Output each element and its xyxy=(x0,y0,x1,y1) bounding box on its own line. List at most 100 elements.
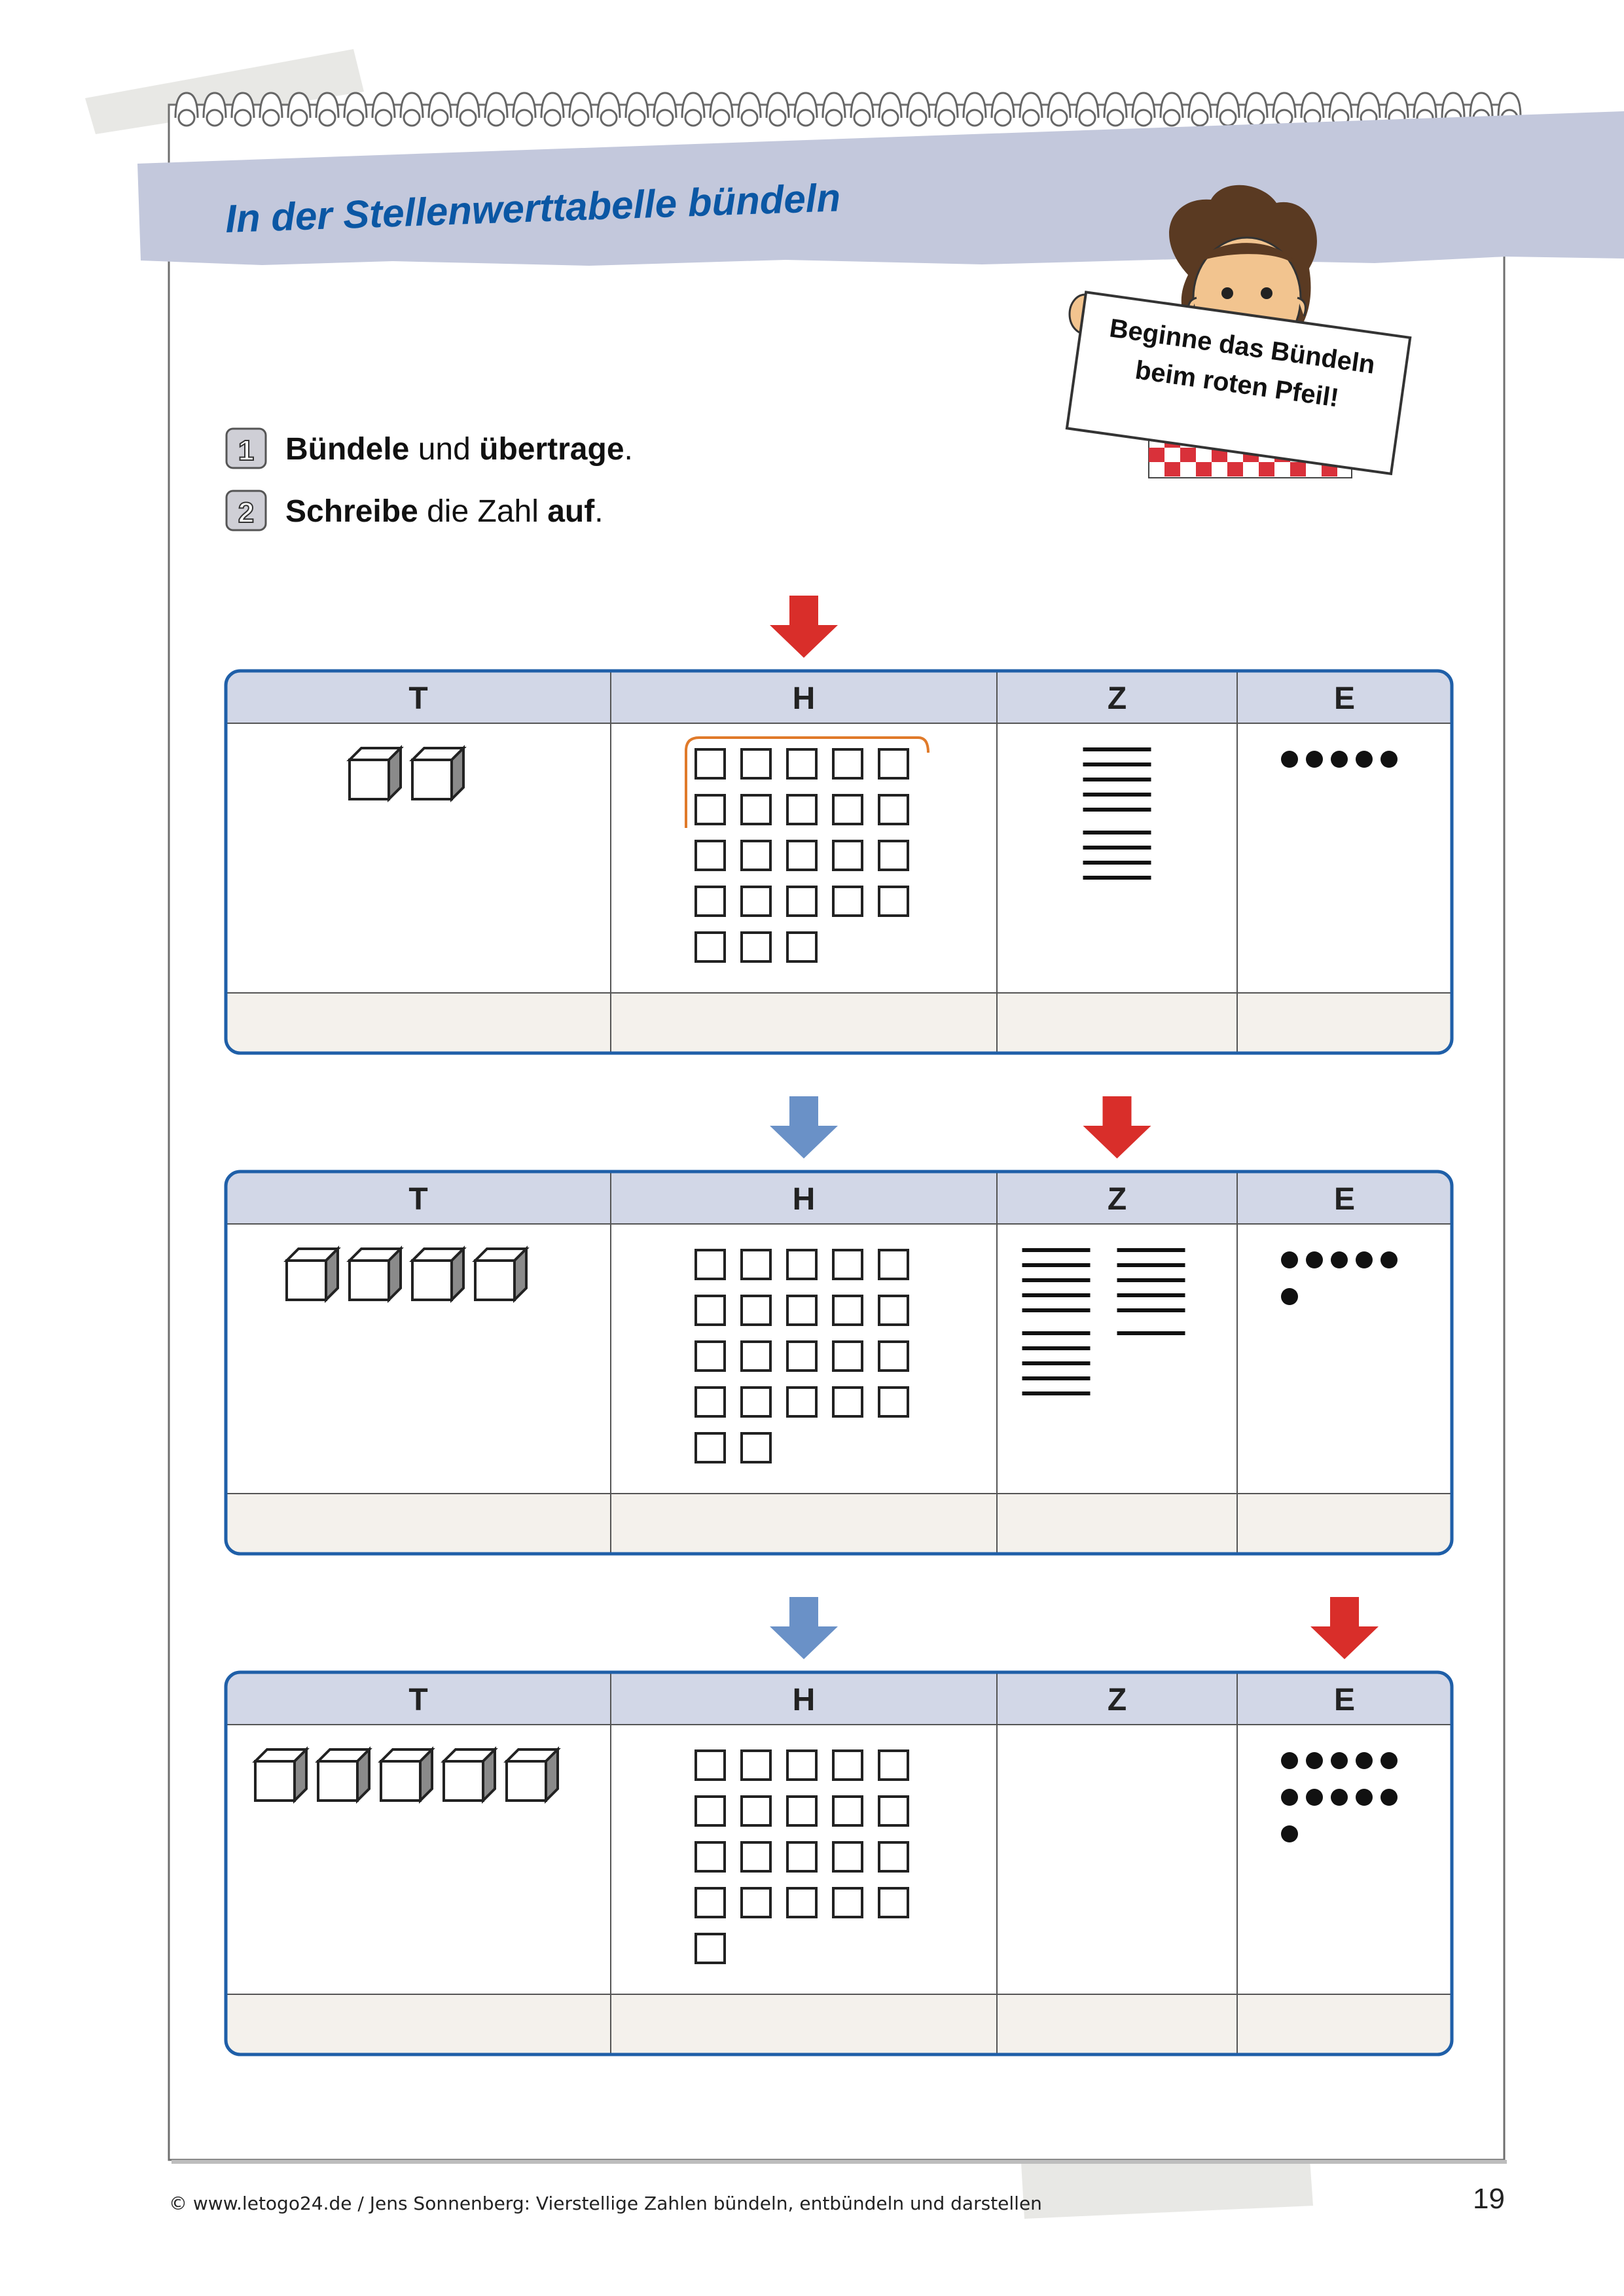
answer-cell-T[interactable] xyxy=(228,996,608,1049)
answer-cell-H[interactable] xyxy=(613,996,994,1049)
hundred-square xyxy=(695,1432,726,1463)
one-dot xyxy=(1306,1251,1323,1268)
hundred-square xyxy=(740,1749,772,1781)
one-dot xyxy=(1281,1789,1298,1806)
spiral-hole xyxy=(937,109,956,127)
column-header-E: E xyxy=(1334,681,1355,716)
one-dot xyxy=(1331,1251,1348,1268)
hundred-square xyxy=(878,1841,909,1873)
spiral-hole xyxy=(1078,109,1096,127)
answer-cell-Z[interactable] xyxy=(1000,1496,1235,1550)
column-header-T: T xyxy=(408,681,427,716)
thousand-cube xyxy=(283,1246,341,1303)
spiral-hole xyxy=(1163,109,1181,127)
answer-cell-T[interactable] xyxy=(228,1997,608,2051)
one-dot xyxy=(1380,1789,1398,1806)
hundred-square xyxy=(832,1340,863,1372)
spiral-hole xyxy=(571,109,590,127)
one-dot xyxy=(1281,1251,1298,1268)
hundred-square xyxy=(832,1249,863,1280)
answer-cell-H[interactable] xyxy=(613,1496,994,1550)
hundred-square xyxy=(878,1386,909,1418)
task-2-part-2: die Zahl xyxy=(418,494,547,529)
answer-cell-E[interactable] xyxy=(1240,1997,1449,2051)
answer-row xyxy=(226,1494,1452,1554)
hundred-square xyxy=(695,1933,726,1964)
hundred-square xyxy=(786,1295,818,1326)
hundred-square xyxy=(878,1295,909,1326)
red-arrow-Z xyxy=(1083,1096,1151,1158)
spiral-hole xyxy=(177,109,196,127)
shirt-check xyxy=(1196,462,1212,476)
spiral-hole xyxy=(318,109,336,127)
hundred-square xyxy=(878,1795,909,1827)
hundred-square xyxy=(695,840,726,871)
hundred-square xyxy=(878,1749,909,1781)
spiral-hole xyxy=(656,109,674,127)
hundred-square xyxy=(786,931,818,963)
answer-cell-Z[interactable] xyxy=(1000,1997,1235,2051)
answer-cell-T[interactable] xyxy=(228,1496,608,1550)
hundred-square xyxy=(740,1386,772,1418)
spiral-hole xyxy=(403,109,421,127)
column-header-H: H xyxy=(793,681,816,716)
task-2-number: 2 xyxy=(238,497,254,529)
thousand-cube xyxy=(315,1746,372,1804)
spiral-hole xyxy=(1247,109,1265,127)
spiral-hole xyxy=(346,109,365,127)
spiral-hole xyxy=(1134,109,1153,127)
one-dot xyxy=(1306,1752,1323,1769)
answer-cell-E[interactable] xyxy=(1240,1496,1449,1550)
hundred-square xyxy=(740,886,772,917)
hundred-square xyxy=(740,1795,772,1827)
hundred-square xyxy=(740,1432,772,1463)
task-2-part-3: auf xyxy=(547,494,595,529)
column-header-E: E xyxy=(1334,1182,1355,1217)
spiral-hole xyxy=(600,109,618,127)
table-border xyxy=(224,669,1454,1055)
one-dot xyxy=(1380,1752,1398,1769)
hundred-square xyxy=(786,1795,818,1827)
spiral-hole xyxy=(1219,109,1237,127)
cube-front xyxy=(411,759,453,800)
hundred-square xyxy=(740,1841,772,1873)
hundred-square xyxy=(695,886,726,917)
spiral-hole xyxy=(1106,109,1125,127)
hundred-square xyxy=(832,1795,863,1827)
column-header-T: T xyxy=(408,1182,427,1217)
answer-cell-Z[interactable] xyxy=(1000,996,1235,1049)
thousand-cube xyxy=(378,1746,435,1804)
answer-cell-H[interactable] xyxy=(613,1997,994,2051)
hundred-square xyxy=(786,794,818,825)
spiral-hole xyxy=(740,109,759,127)
task-1-part-3: übertrage xyxy=(479,432,624,467)
shirt-check xyxy=(1259,462,1274,476)
hundred-square xyxy=(832,1386,863,1418)
task-1-number: 1 xyxy=(238,435,254,467)
hundred-square xyxy=(878,840,909,871)
answer-cell-E[interactable] xyxy=(1240,996,1449,1049)
cube-front xyxy=(380,1760,422,1802)
task-1-part-1: Bündele xyxy=(285,432,409,467)
hundred-square xyxy=(786,1340,818,1372)
thousand-cube xyxy=(409,745,467,802)
hundred-square xyxy=(786,1887,818,1918)
spiral-hole xyxy=(1191,109,1209,127)
spiral-hole xyxy=(459,109,477,127)
cube-front xyxy=(348,1259,390,1301)
hundred-square xyxy=(878,748,909,780)
hundred-square xyxy=(740,1887,772,1918)
spiral-hole xyxy=(374,109,393,127)
spiral-hole xyxy=(1022,109,1040,127)
hundred-square xyxy=(878,794,909,825)
task-1-part-4: . xyxy=(624,432,633,467)
hundred-square xyxy=(740,794,772,825)
thousand-cube xyxy=(441,1746,498,1804)
hundred-square xyxy=(740,748,772,780)
table-border xyxy=(224,1670,1454,2056)
one-dot xyxy=(1306,751,1323,768)
spiral-hole xyxy=(965,109,984,127)
task-2-instruction: Schreibe die Zahl auf. xyxy=(285,494,604,529)
spiral-hole xyxy=(712,109,731,127)
